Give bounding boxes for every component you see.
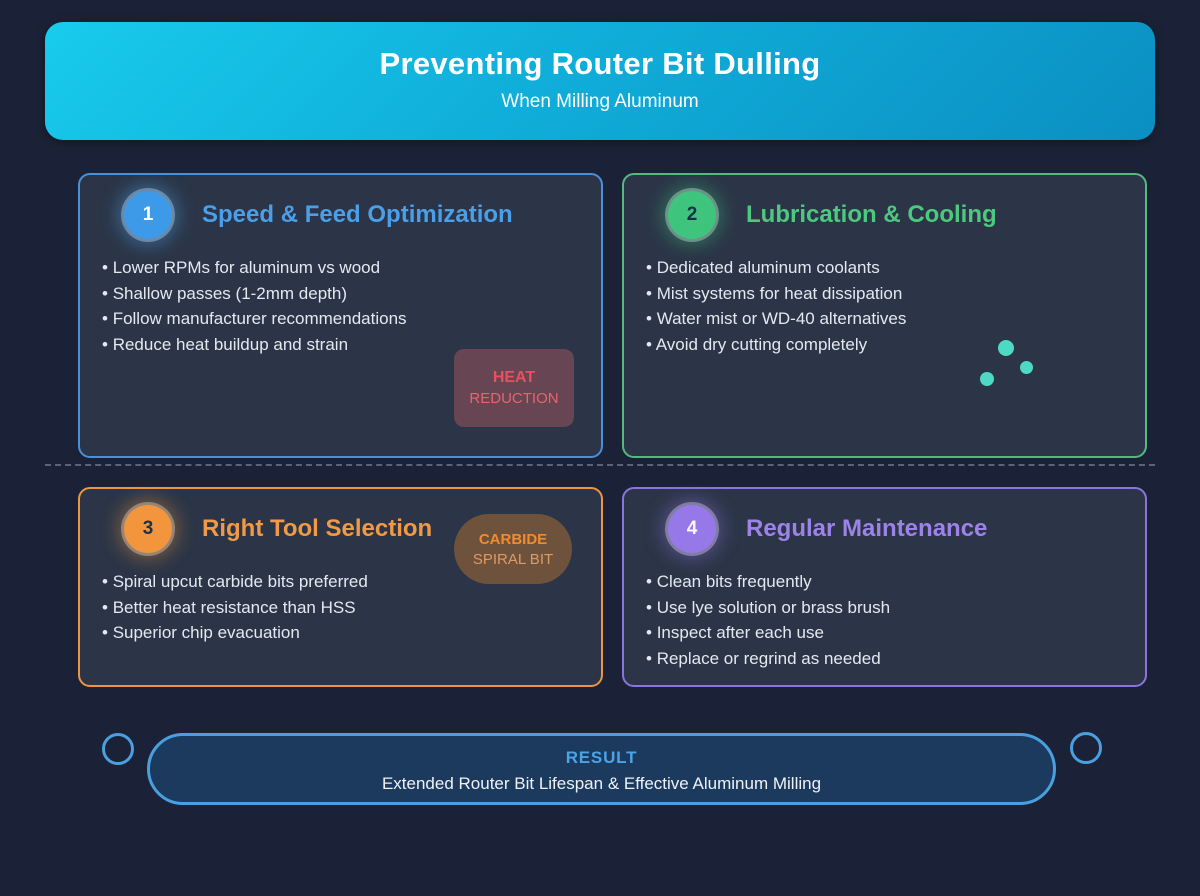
card-header: 3 Right Tool Selection bbox=[80, 489, 601, 553]
list-item: Water mist or WD-40 alternatives bbox=[646, 306, 1145, 332]
card-header: 2 Lubrication & Cooling bbox=[624, 175, 1145, 239]
card-title-lubrication: Lubrication & Cooling bbox=[746, 201, 997, 228]
list-item: Mist systems for heat dissipation bbox=[646, 281, 1145, 307]
coolant-droplet-icon bbox=[1020, 361, 1033, 374]
list-item: Follow manufacturer recommendations bbox=[102, 306, 601, 332]
list-item: Dedicated aluminum coolants bbox=[646, 255, 1145, 281]
row-divider bbox=[45, 464, 1155, 466]
page-title: Preventing Router Bit Dulling bbox=[379, 46, 821, 81]
list-item: Spiral upcut carbide bits preferred bbox=[102, 569, 601, 595]
badge-line-2: REDUCTION bbox=[469, 390, 559, 407]
step-number-badge-3: 3 bbox=[124, 505, 172, 553]
step-number-badge-1: 1 bbox=[124, 191, 172, 239]
list-item: Reduce heat buildup and strain bbox=[102, 332, 601, 358]
step-number-badge-4: 4 bbox=[668, 505, 716, 553]
card-header: 4 Regular Maintenance bbox=[624, 489, 1145, 553]
badge-line-2: SPIRAL BIT bbox=[472, 550, 554, 568]
heat-reduction-badge: HEAT REDUCTION bbox=[454, 349, 574, 427]
coolant-droplet-icon bbox=[980, 372, 994, 386]
bullet-list: Lower RPMs for aluminum vs wood Shallow … bbox=[80, 255, 601, 357]
list-item: Better heat resistance than HSS bbox=[102, 595, 601, 621]
badge-line-1: HEAT bbox=[492, 369, 536, 386]
bullet-list: Spiral upcut carbide bits preferred Bett… bbox=[80, 569, 601, 646]
card-title-maintenance: Regular Maintenance bbox=[746, 515, 988, 542]
card-right-tool-selection: 3 Right Tool Selection Spiral upcut carb… bbox=[78, 487, 603, 687]
card-regular-maintenance: 4 Regular Maintenance Clean bits frequen… bbox=[622, 487, 1147, 687]
step-number-badge-2: 2 bbox=[668, 191, 716, 239]
card-lubrication-cooling: 2 Lubrication & Cooling Dedicated alumin… bbox=[622, 173, 1147, 458]
list-item: Use lye solution or brass brush bbox=[646, 595, 1145, 621]
list-item: Avoid dry cutting completely bbox=[646, 332, 1145, 358]
list-item: Clean bits frequently bbox=[646, 569, 1145, 595]
coolant-droplet-icon bbox=[998, 340, 1014, 356]
result-text: Extended Router Bit Lifespan & Effective… bbox=[381, 774, 822, 793]
list-item: Superior chip evacuation bbox=[102, 620, 601, 646]
carbide-spiral-bit-badge: CARBIDE SPIRAL BIT bbox=[454, 514, 572, 584]
bullet-list: Clean bits frequently Use lye solution o… bbox=[624, 569, 1145, 671]
list-item: Shallow passes (1-2mm depth) bbox=[102, 281, 601, 307]
decorative-circle-right bbox=[1070, 732, 1102, 764]
card-header: 1 Speed & Feed Optimization bbox=[80, 175, 601, 239]
header-banner: Preventing Router Bit Dulling When Milli… bbox=[45, 22, 1155, 140]
card-speed-feed-optimization: 1 Speed & Feed Optimization Lower RPMs f… bbox=[78, 173, 603, 458]
card-title-speed-feed: Speed & Feed Optimization bbox=[202, 201, 513, 228]
result-pill: RESULT Extended Router Bit Lifespan & Ef… bbox=[147, 733, 1056, 805]
result-label: RESULT bbox=[565, 748, 638, 767]
list-item: Inspect after each use bbox=[646, 620, 1145, 646]
list-item: Replace or regrind as needed bbox=[646, 646, 1145, 672]
list-item: Lower RPMs for aluminum vs wood bbox=[102, 255, 601, 281]
page-subtitle: When Milling Aluminum bbox=[501, 91, 699, 112]
card-title-tool-selection: Right Tool Selection bbox=[202, 515, 433, 542]
bullet-list: Dedicated aluminum coolants Mist systems… bbox=[624, 255, 1145, 357]
decorative-circle-left bbox=[102, 733, 134, 765]
badge-line-1: CARBIDE bbox=[478, 530, 548, 548]
